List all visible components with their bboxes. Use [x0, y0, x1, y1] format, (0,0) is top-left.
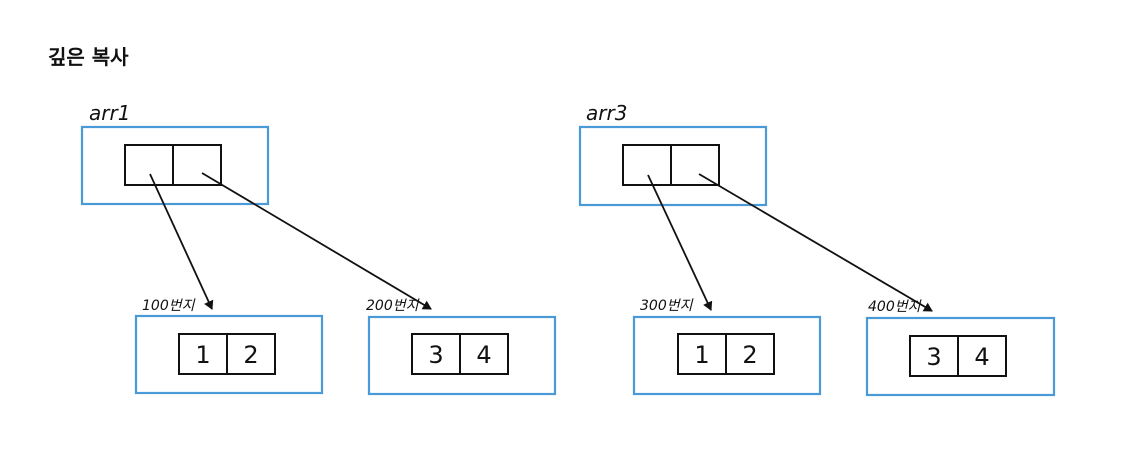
object-cell-1 — [957, 335, 1007, 377]
object-frame-300 — [632, 315, 822, 396]
object-value: 2 — [742, 341, 757, 369]
arrow-arr1-to-100 — [149, 173, 214, 310]
object-frame-200 — [367, 315, 557, 396]
object-400: 400번지 3 4 — [865, 299, 1056, 397]
object-value: 3 — [926, 343, 941, 371]
diagram-title: 깊은 복사 — [48, 45, 129, 69]
arrow-arr3-to-400 — [698, 173, 933, 312]
object-200: 200번지 3 4 — [366, 298, 557, 396]
object-300: 300번지 1 2 — [632, 298, 822, 396]
reference-arr1: arr1 — [80, 101, 270, 206]
object-address-400: 400번지 — [868, 299, 922, 315]
reference-slot-0 — [622, 144, 672, 186]
object-100: 100번지 1 2 — [134, 298, 324, 395]
reference-label-arr1: arr1 — [89, 101, 130, 125]
object-frame-100 — [134, 314, 324, 395]
object-value: 1 — [694, 341, 709, 369]
arrow-arr3-to-300 — [647, 174, 713, 311]
object-cell-0 — [178, 333, 228, 375]
object-value: 3 — [428, 341, 443, 369]
object-cell-1 — [226, 333, 276, 375]
reference-frame-arr1 — [80, 125, 270, 206]
object-cell-0 — [677, 333, 727, 375]
reference-slot-1 — [670, 144, 720, 186]
object-value: 4 — [476, 341, 491, 369]
object-value: 2 — [243, 341, 258, 369]
object-cell-0 — [909, 335, 959, 377]
object-cell-1 — [725, 333, 775, 375]
reference-frame-arr3 — [578, 125, 768, 207]
object-address-200: 200번지 — [366, 298, 420, 314]
object-frame-400 — [865, 316, 1056, 397]
reference-slot-1 — [172, 144, 222, 186]
object-value: 1 — [195, 341, 210, 369]
object-address-100: 100번지 — [142, 298, 196, 314]
reference-label-arr3: arr3 — [586, 101, 627, 125]
object-value: 4 — [974, 343, 989, 371]
object-address-300: 300번지 — [640, 298, 694, 314]
arrow-arr1-to-200 — [201, 172, 432, 310]
reference-slot-0 — [124, 144, 174, 186]
object-cell-1 — [459, 333, 509, 375]
reference-arr3: arr3 — [578, 101, 768, 207]
